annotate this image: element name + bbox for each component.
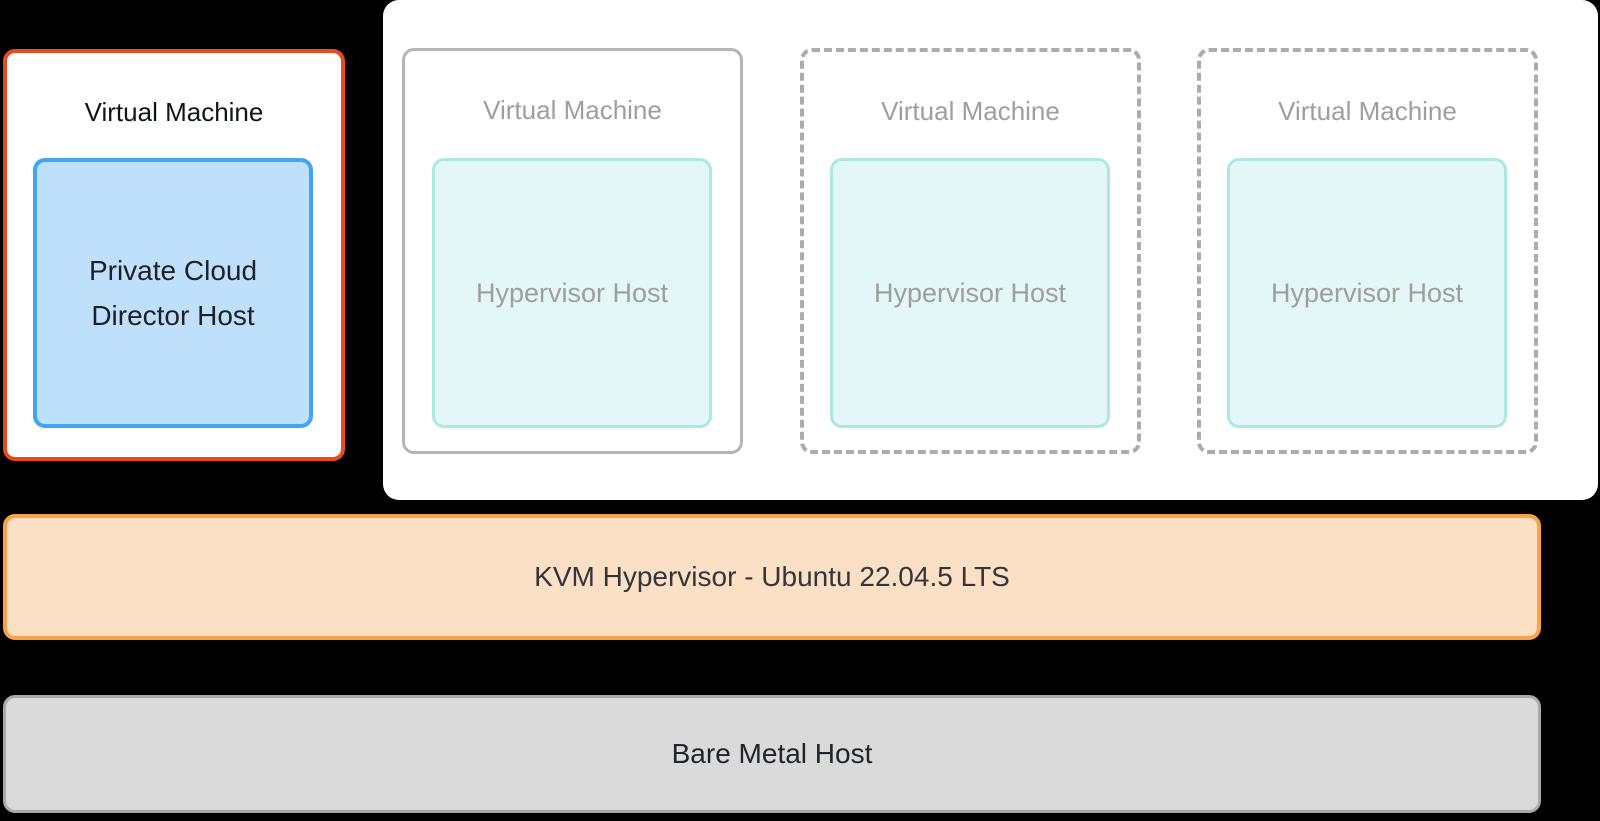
hypervisor-host-label-1: Hypervisor Host <box>475 277 669 308</box>
bare-metal-host-label: Bare Metal Host <box>671 738 873 769</box>
hypervisor-vm-card-3: Virtual Machine Hypervisor Host <box>1197 48 1538 454</box>
management-vm-title: Virtual Machine <box>84 97 264 127</box>
hypervisor-vm-card-1: Virtual Machine Hypervisor Host <box>402 48 743 454</box>
hypervisor-host-box-3: Hypervisor Host <box>1227 158 1507 428</box>
hypervisor-host-box-2: Hypervisor Host <box>830 158 1110 428</box>
hypervisor-vms-panel: Virtual Machine Hypervisor Host Virtual … <box>383 0 1598 500</box>
hypervisor-vm-2-title: Virtual Machine <box>881 96 1060 126</box>
hypervisor-vm-card-2: Virtual Machine Hypervisor Host <box>800 48 1141 454</box>
hypervisor-vm-1-title: Virtual Machine <box>483 95 662 125</box>
hypervisor-host-label-3: Hypervisor Host <box>1270 277 1464 308</box>
management-vm-card: Virtual Machine Private Cloud Director H… <box>3 49 345 461</box>
kvm-hypervisor-label: KVM Hypervisor - Ubuntu 22.04.5 LTS <box>534 561 1010 592</box>
hypervisor-host-label-2: Hypervisor Host <box>873 277 1067 308</box>
private-cloud-director-host-label-line1: Private Cloud <box>88 255 258 286</box>
bare-metal-host-layer-bar: Bare Metal Host <box>3 695 1541 813</box>
private-cloud-director-host-box: Private Cloud Director Host <box>33 158 313 428</box>
private-cloud-director-host-label-line2: Director Host <box>91 300 255 331</box>
hypervisor-vm-3-title: Virtual Machine <box>1278 96 1457 126</box>
kvm-hypervisor-layer-bar: KVM Hypervisor - Ubuntu 22.04.5 LTS <box>3 514 1541 640</box>
hypervisor-host-box-1: Hypervisor Host <box>432 158 712 428</box>
